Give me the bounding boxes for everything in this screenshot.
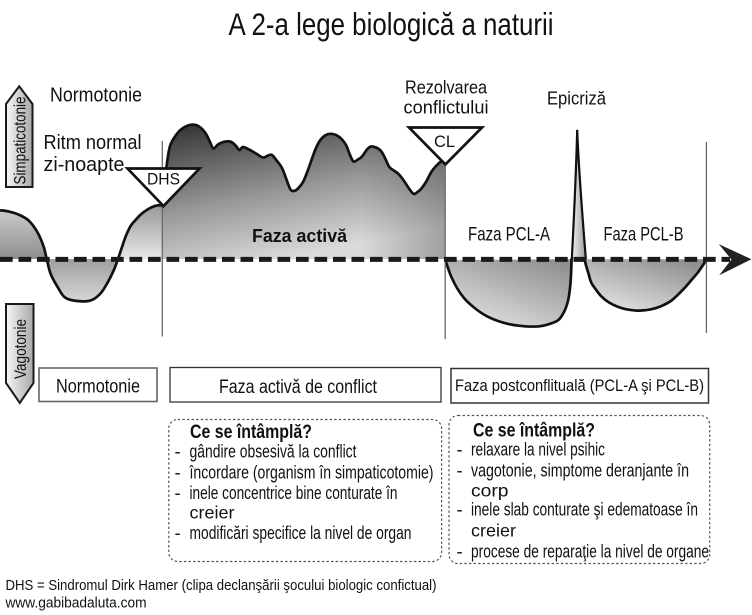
svg-text:A 2-a lege biologică a naturii: A 2-a lege biologică a naturii <box>229 6 554 42</box>
svg-text:Normotonie: Normotonie <box>50 85 142 107</box>
svg-text:-: - <box>457 460 463 481</box>
svg-text:Faza PCL-A: Faza PCL-A <box>468 224 550 246</box>
svg-text:zi-noapte: zi-noapte <box>44 154 125 176</box>
svg-text:creier: creier <box>471 521 516 541</box>
svg-text:-: - <box>175 441 181 462</box>
svg-text:-: - <box>175 522 181 543</box>
svg-text:www.gabibadaluta.com: www.gabibadaluta.com <box>5 596 147 612</box>
svg-text:Simpaticotonie: Simpaticotonie <box>11 97 29 185</box>
svg-text:relaxare la nivel psihic: relaxare la nivel psihic <box>471 439 605 460</box>
svg-text:Faza PCL-B: Faza PCL-B <box>604 224 684 246</box>
svg-text:Faza postconflituală (PCL-A şi: Faza postconflituală (PCL-A şi PCL-B) <box>455 376 704 395</box>
svg-text:inele concentrice bine contura: inele concentrice bine conturate în <box>190 482 398 503</box>
svg-text:vagotonie, simptome deranjante: vagotonie, simptome deranjante în <box>471 460 689 481</box>
svg-text:DHS = Sindromul Dirk Hamer (cl: DHS = Sindromul Dirk Hamer (clipa declan… <box>6 578 437 594</box>
svg-text:Ce se întâmplă?: Ce se întâmplă? <box>190 421 312 443</box>
svg-text:modificări specifice la nivel: modificări specifice la nivel de organ <box>190 522 412 543</box>
svg-text:CL: CL <box>434 133 455 151</box>
svg-text:Vagotonie: Vagotonie <box>12 319 30 379</box>
svg-text:conflictului: conflictului <box>404 97 489 118</box>
svg-text:Ritm normal: Ritm normal <box>44 132 142 154</box>
svg-text:-: - <box>175 482 181 503</box>
svg-text:-: - <box>457 439 463 460</box>
svg-text:încordare (organism în simpati: încordare (organism în simpaticotomie) <box>189 462 434 483</box>
svg-text:Faza activă de conflict: Faza activă de conflict <box>219 377 378 398</box>
svg-text:corp: corp <box>471 481 509 501</box>
svg-text:gândire obsesivă la conflict: gândire obsesivă la conflict <box>190 441 357 462</box>
svg-text:procese de reparaţie la nivel: procese de reparaţie la nivel de organe <box>471 541 709 562</box>
svg-text:-: - <box>457 541 463 562</box>
svg-text:Rezolvarea: Rezolvarea <box>405 76 488 97</box>
svg-text:Normotonie: Normotonie <box>56 376 140 398</box>
svg-text:Epicriză: Epicriză <box>547 88 607 109</box>
svg-text:Faza activă: Faza activă <box>252 225 348 246</box>
svg-text:creier: creier <box>190 503 235 523</box>
svg-text:inele slab conturate şi edemat: inele slab conturate şi edematoase în <box>471 499 698 520</box>
svg-text:-: - <box>457 499 463 520</box>
svg-text:-: - <box>175 462 181 483</box>
svg-text:DHS: DHS <box>147 171 180 189</box>
svg-text:Ce se întâmplă?: Ce se întâmplă? <box>473 420 595 442</box>
